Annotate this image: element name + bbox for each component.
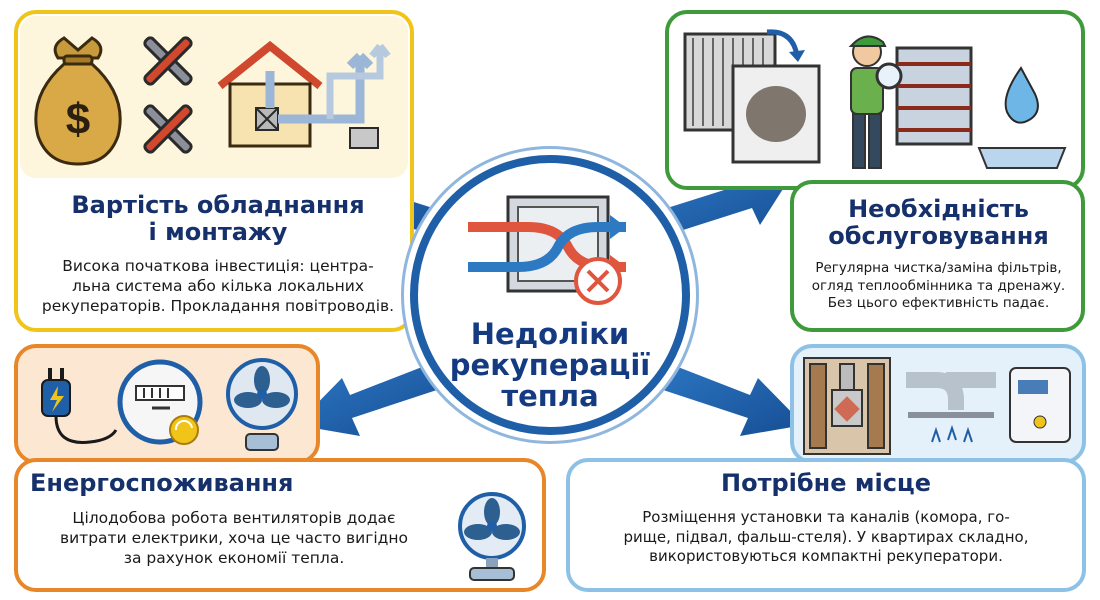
energy-desc-line-1: Цілодобова робота вентиляторів додає (72, 509, 396, 527)
cost-title-line-1: Вартість обладнання (71, 191, 365, 219)
cost-desc-line-2: льна система або кілька локальних (71, 277, 365, 296)
desk-fan-icon (458, 492, 526, 581)
energy-description: Цілодобова робота вентиляторів додає вит… (24, 508, 444, 568)
space-card (566, 458, 1086, 592)
maintenance-desc-line-1: Регулярна чистка/заміна фільтрів, (815, 260, 1062, 276)
arrow-to-energy (296, 360, 452, 436)
power-plug-icon (41, 368, 118, 444)
maintenance-title: Необхідність обслуговування (796, 196, 1081, 250)
maintenance-desc-line-3: Без цього ефективність падає. (827, 295, 1050, 312)
space-title: Потрібне місце (572, 470, 1080, 497)
cost-title-line-2: і монтажу (148, 217, 288, 246)
maintenance-title-line-2: обслуговування (828, 221, 1049, 250)
center-title-line-2: рекуперації (449, 348, 651, 383)
energy-title: Енергоспоживання (30, 470, 370, 497)
closet-unit-icon (803, 357, 891, 455)
maintenance-description: Регулярна чистка/заміна фільтрів, огляд … (796, 260, 1081, 313)
center-title: Недоліки рекуперації тепла (430, 317, 670, 414)
technician-icon (848, 35, 973, 169)
cost-title: Вартість обладнання і монтажу (28, 192, 408, 246)
cost-illustration: $ (20, 16, 408, 178)
energy-desc-line-2: витрати електрики, хоча це часто вигідно (59, 529, 409, 548)
water-drop-icon (977, 66, 1067, 169)
maintenance-text-card (790, 180, 1085, 332)
house-ducts-icon (217, 40, 391, 149)
filter-replace-icon (683, 29, 821, 164)
svg-text:$: $ (66, 95, 90, 144)
cost-desc-line-1: Висока початкова інвестиція: центра- (62, 257, 374, 275)
energy-illustration (20, 350, 314, 458)
energy-title-line-1: Енергоспоживання (30, 469, 294, 497)
space-title-line-1: Потрібне місце (721, 469, 931, 497)
cost-description: Висока початкова інвестиція: центра- льн… (28, 256, 408, 316)
space-desc-line-2: рище, підвал, фальш-стеля). У квартирах … (623, 527, 1029, 546)
center-title-line-1: Недоліки (470, 317, 630, 351)
maintenance-desc-line-2: огляд теплообмінника та дренажу. (811, 277, 1066, 294)
wrench-hammer-icon (143, 36, 193, 154)
ceiling-duct-icon (906, 372, 996, 443)
space-illustration (796, 350, 1080, 458)
space-desc-line-3: використовуються компактні рекуператори. (649, 547, 1003, 565)
arrow-to-space (648, 360, 804, 436)
cost-desc-line-3: рекуператорів. Прокладання повітроводів. (41, 297, 395, 316)
maintenance-title-line-1: Необхідність (848, 195, 1029, 223)
money-bag-icon: $ (34, 36, 122, 166)
center-title-line-3: тепла (501, 379, 599, 414)
energy-card (14, 458, 546, 592)
space-desc-line-1: Розміщення установки та каналів (комора,… (642, 508, 1010, 526)
space-description: Розміщення установки та каналів (комора,… (572, 508, 1080, 567)
wall-unit-icon (1009, 367, 1071, 443)
energy-desc-line-3: за рахунок економії тепла. (123, 549, 345, 568)
heat-exchanger-icon (468, 195, 626, 305)
fan-icon (226, 358, 298, 451)
maintenance-illustration (671, 16, 1079, 184)
electric-meter-icon (117, 359, 203, 445)
cross-circle-icon (574, 257, 622, 305)
